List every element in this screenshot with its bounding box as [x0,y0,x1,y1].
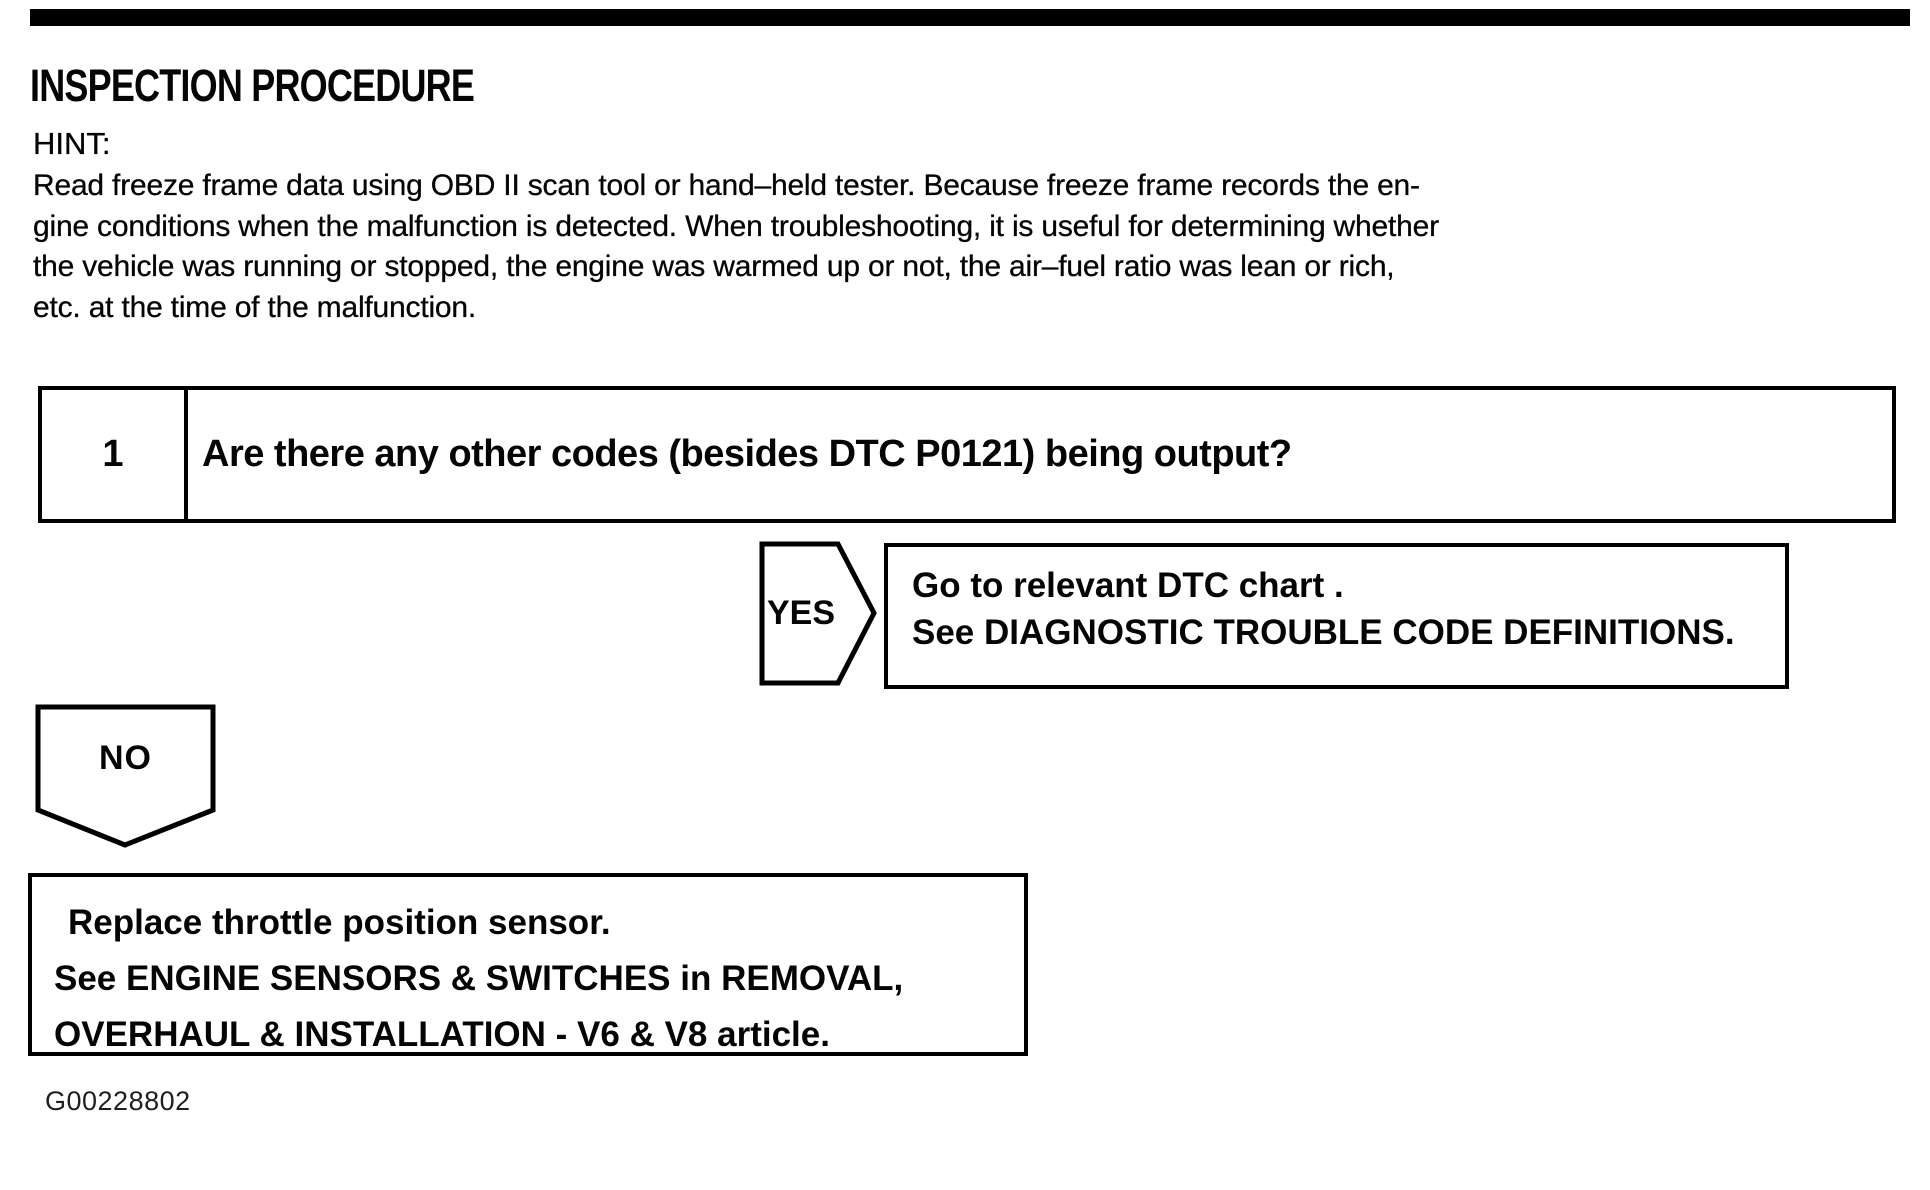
no-result-line: See ENGINE SENSORS & SWITCHES in REMOVAL… [54,959,904,998]
step-question: Are there any other codes (besides DTC P… [202,433,1292,475]
step-question-box: 1 Are there any other codes (besides DTC… [38,386,1896,523]
no-result-line: OVERHAUL & INSTALLATION - V6 & V8 articl… [54,1015,830,1054]
yes-result-line: Go to relevant DTC chart . [912,566,1344,605]
hint-line: gine conditions when the malfunction is … [33,209,1439,243]
hint-line: Read freeze frame data using OBD II scan… [33,169,1420,202]
hint-paragraph: Read freeze frame data using OBD II scan… [33,166,1603,328]
no-result-line: Replace throttle position sensor. [68,903,611,942]
hint-line: etc. at the time of the malfunction. [33,290,477,324]
no-connector-label: NO [99,739,152,777]
scan-artifact-bar [30,9,1910,26]
page-title: INSPECTION PROCEDURE [30,60,475,111]
step-number: 1 [42,390,188,519]
hint-label: HINT: [33,126,111,161]
yes-result-line: See DIAGNOSTIC TROUBLE CODE DEFINITIONS. [912,613,1735,652]
yes-connector-label: YES [766,594,836,632]
no-result-box: Replace throttle position sensor. See EN… [28,873,1028,1056]
figure-id: G00228802 [45,1086,191,1116]
hint-line: the vehicle was running or stopped, the … [33,250,1395,283]
yes-result-box: Go to relevant DTC chart . See DIAGNOSTI… [884,543,1789,689]
